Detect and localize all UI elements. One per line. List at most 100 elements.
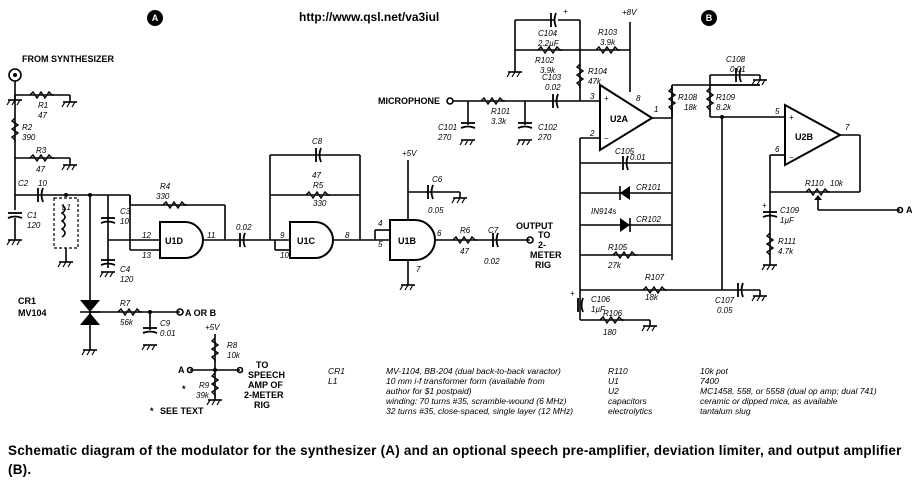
r7-value: 56k bbox=[120, 318, 134, 327]
svg-text:2-: 2- bbox=[538, 240, 546, 250]
c6-ref: C6 bbox=[432, 175, 443, 184]
u1d-label: U1D bbox=[165, 236, 184, 246]
c103-ref: C103 bbox=[542, 73, 562, 82]
svg-text:3: 3 bbox=[590, 92, 595, 101]
r8-value: 10k bbox=[227, 351, 241, 360]
input-network: FROM SYNTHESIZER R1 47 R2 390 R3 47 C2 1… bbox=[6, 54, 217, 356]
c7-ref: C7 bbox=[488, 226, 499, 235]
c103-value: 0.02 bbox=[545, 83, 561, 92]
c101-ref: C101 bbox=[438, 123, 457, 132]
c3-value: 10 bbox=[120, 217, 129, 226]
limiter-output-section: R108 18k R109 8.2k C108 0.01 U2B 5 6 + −… bbox=[668, 55, 913, 315]
r108-value: 18k bbox=[684, 103, 698, 112]
r8-ref: R8 bbox=[227, 341, 238, 350]
output-label: OUTPUT bbox=[516, 221, 554, 231]
svg-text:6: 6 bbox=[775, 145, 780, 154]
svg-text:*: * bbox=[150, 406, 154, 416]
svg-text:+: + bbox=[563, 7, 568, 16]
schematic-diagram: FROM SYNTHESIZER R1 47 R2 390 R3 47 C2 1… bbox=[6, 7, 913, 416]
c4-ref: C4 bbox=[120, 265, 131, 274]
r103-value: 3.9k bbox=[600, 38, 616, 47]
r101-ref: R101 bbox=[491, 107, 510, 116]
c109-value: 1µF bbox=[780, 216, 795, 225]
c107-value: 0.05 bbox=[717, 306, 733, 315]
c2-ref: C2 bbox=[18, 179, 29, 188]
r107-value: 18k bbox=[645, 293, 659, 302]
star-marker: * bbox=[182, 384, 186, 394]
r6-value: 47 bbox=[460, 247, 469, 256]
svg-text:+: + bbox=[570, 289, 575, 298]
c108-ref: C108 bbox=[726, 55, 746, 64]
svg-text:+: + bbox=[762, 201, 767, 210]
svg-text:+: + bbox=[789, 113, 794, 122]
svg-text:5: 5 bbox=[775, 107, 780, 116]
u1c-label: U1C bbox=[297, 236, 316, 246]
svg-text:1: 1 bbox=[654, 105, 658, 114]
c106-ref: C106 bbox=[591, 295, 611, 304]
svg-text:11: 11 bbox=[207, 231, 215, 240]
section-a-badge: A bbox=[147, 10, 163, 26]
a-in-label: A bbox=[178, 365, 185, 375]
r110-value: 10k bbox=[830, 179, 844, 188]
c4-value: 120 bbox=[120, 275, 134, 284]
r103-ref: R103 bbox=[598, 28, 618, 37]
r4-ref: R4 bbox=[160, 182, 171, 191]
r4-value: 330 bbox=[156, 192, 170, 201]
r1-ref: R1 bbox=[38, 101, 48, 110]
r2-value: 390 bbox=[22, 133, 36, 142]
r104-ref: R104 bbox=[588, 67, 608, 76]
c9-ref: C9 bbox=[160, 319, 171, 328]
r110-ref: R110 bbox=[805, 179, 824, 188]
in914s-label: IN914s bbox=[591, 207, 616, 216]
svg-text:TO: TO bbox=[256, 360, 268, 370]
svg-text:4: 4 bbox=[378, 219, 383, 228]
r3-ref: R3 bbox=[36, 146, 47, 155]
r109-value: 8.2k bbox=[716, 103, 732, 112]
svg-text:10: 10 bbox=[280, 251, 289, 260]
plus5v-b-label: +5V bbox=[205, 323, 220, 332]
svg-text:RIG: RIG bbox=[535, 260, 551, 270]
c8-ref: C8 bbox=[312, 137, 323, 146]
u1b-label: U1B bbox=[398, 236, 417, 246]
c6-value: 0.05 bbox=[428, 206, 444, 215]
svg-text:RIG: RIG bbox=[254, 400, 270, 410]
svg-text:12: 12 bbox=[142, 231, 151, 240]
speech-amp-section: MICROPHONE R101 3.3k C101 270 C102 270 C… bbox=[378, 7, 760, 337]
svg-text:9: 9 bbox=[280, 231, 285, 240]
r6-ref: R6 bbox=[460, 226, 471, 235]
svg-text:6: 6 bbox=[437, 229, 442, 238]
r105-value: 27k bbox=[607, 261, 622, 270]
section-b-badge: B bbox=[701, 10, 717, 26]
c102-value: 270 bbox=[537, 133, 552, 142]
svg-text:8: 8 bbox=[345, 231, 350, 240]
r104-value: 47k bbox=[588, 77, 602, 86]
c-002-label: 0.02 bbox=[236, 223, 252, 232]
svg-text:−: − bbox=[604, 134, 609, 143]
svg-text:5: 5 bbox=[378, 240, 383, 249]
c108-value: 0.01 bbox=[730, 65, 746, 74]
u2a-label: U2A bbox=[610, 114, 629, 124]
plus8v-label: +8V bbox=[622, 8, 637, 17]
c106-value: 1µF bbox=[591, 305, 606, 314]
plus5v-a-label: +5V bbox=[402, 149, 417, 158]
r1-value: 47 bbox=[38, 111, 47, 120]
r107-ref: R107 bbox=[645, 273, 665, 282]
see-text-label: SEE TEXT bbox=[160, 406, 204, 416]
r106-ref: R106 bbox=[603, 309, 623, 318]
l1-ref: L1 bbox=[62, 203, 71, 212]
svg-text:2-METER: 2-METER bbox=[244, 390, 284, 400]
svg-text:7: 7 bbox=[416, 265, 421, 274]
c109-ref: C109 bbox=[780, 206, 800, 215]
c105-ref: C105 bbox=[615, 147, 635, 156]
r2-ref: R2 bbox=[22, 123, 33, 132]
source-url: http://www.qsl.net/va3iul bbox=[299, 10, 440, 24]
r9-value: 39k bbox=[196, 391, 210, 400]
c2-value: 10 bbox=[38, 179, 47, 188]
svg-text:2: 2 bbox=[589, 129, 595, 138]
c3-ref: C3 bbox=[120, 207, 131, 216]
c1-ref: C1 bbox=[27, 211, 37, 220]
r111-ref: R111 bbox=[778, 237, 796, 246]
aorb-label: A OR B bbox=[185, 308, 217, 318]
c7-value: 0.02 bbox=[484, 257, 500, 266]
